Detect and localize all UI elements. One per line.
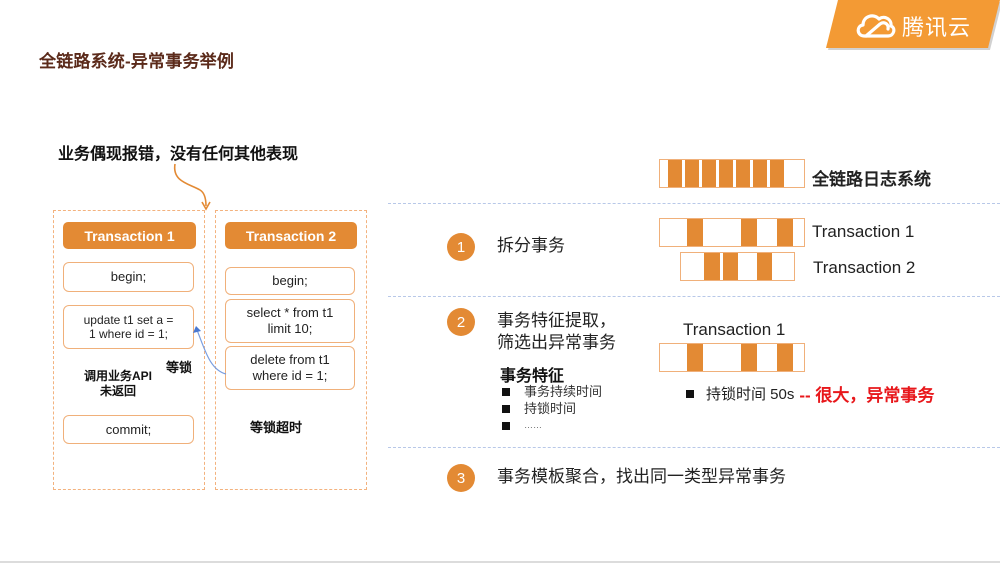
- logo-background: [826, 0, 1000, 48]
- finding-text: 持锁时间 50s: [706, 386, 795, 403]
- tx2-select-statement: select * from t1 limit 10;: [225, 299, 355, 343]
- step-2-line: 筛选出异常事务: [497, 333, 616, 352]
- step-2-tx-label: Transaction 1: [683, 320, 786, 339]
- api-not-returned-note: 调用业务API 未返回: [78, 369, 158, 399]
- lock-time-finding: 持锁时间 50s -- 很大，异常事务: [686, 381, 934, 406]
- divider: [388, 296, 1000, 297]
- tx2-bar-label: Transaction 2: [813, 258, 916, 277]
- cloud-icon: [856, 14, 896, 38]
- log-system-bar: [659, 159, 805, 188]
- feature-item: 持锁时间: [502, 400, 602, 417]
- bullet-icon: [502, 387, 510, 396]
- stmt-line: update t1 set a =: [83, 313, 174, 327]
- bullet-icon: [502, 421, 510, 430]
- wait-lock-label: 等锁: [166, 360, 193, 375]
- step-2-line: 事务特征提取，: [497, 311, 616, 330]
- divider: [388, 203, 1000, 204]
- tx1-begin-statement: begin;: [63, 262, 194, 292]
- stmt-line: delete from t1: [250, 352, 330, 367]
- tx1-commit-statement: commit;: [63, 415, 194, 444]
- step-2-text: 事务特征提取， 筛选出异常事务: [497, 310, 616, 354]
- note-line: 调用业务API: [83, 369, 152, 383]
- feature-item: ……: [502, 417, 602, 434]
- features-list: 事务持续时间 持锁时间 ……: [502, 383, 602, 434]
- curved-arrow-icon: [174, 163, 211, 211]
- logo-text: 腾讯云: [902, 15, 972, 40]
- step-3-badge: 3: [447, 464, 475, 492]
- stmt-line: where id = 1;: [252, 368, 328, 383]
- tx2-begin-statement: begin;: [225, 267, 355, 295]
- step-3-text: 事务模板聚合，找出同一类型异常事务: [497, 467, 786, 486]
- features-title: 事务特征: [500, 368, 565, 385]
- transaction-2-panel: [215, 210, 367, 490]
- callout-text: 业务偶现报错，没有任何其他表现: [58, 146, 299, 163]
- stmt-line: 1 where id = 1;: [88, 327, 169, 341]
- log-system-label: 全链路日志系统: [812, 170, 931, 189]
- bullet-icon: [686, 389, 694, 398]
- stmt-line: limit 10;: [267, 321, 313, 336]
- tx1-bar-label: Transaction 1: [812, 222, 915, 241]
- lock-timeout-note: 等锁超时: [250, 420, 303, 435]
- step-2-tx-bar: [659, 343, 805, 372]
- transaction-2-header: Transaction 2: [225, 222, 357, 249]
- bullet-icon: [502, 404, 510, 413]
- transaction-1-panel: [53, 210, 205, 490]
- step-1-badge: 1: [447, 233, 475, 261]
- tx2-delete-statement: delete from t1 where id = 1;: [225, 346, 355, 390]
- step-2-badge: 2: [447, 308, 475, 336]
- feature-item: 事务持续时间: [502, 383, 602, 400]
- tx2-timeline-bar: [680, 252, 795, 281]
- note-line: 未返回: [99, 384, 136, 398]
- wait-arrow-icon: [193, 326, 227, 375]
- divider: [388, 447, 1000, 448]
- stmt-line: select * from t1: [246, 305, 334, 320]
- page-title: 全链路系统-异常事务举例: [39, 52, 235, 71]
- tx1-update-statement: update t1 set a = 1 where id = 1;: [63, 305, 194, 349]
- tencent-cloud-logo: 腾讯云: [826, 0, 1000, 50]
- finding-highlight: -- 很大，异常事务: [799, 386, 935, 405]
- footer-bar: [0, 561, 1000, 563]
- transaction-1-header: Transaction 1: [63, 222, 196, 249]
- tx1-timeline-bar: [659, 218, 805, 247]
- step-1-text: 拆分事务: [497, 236, 565, 255]
